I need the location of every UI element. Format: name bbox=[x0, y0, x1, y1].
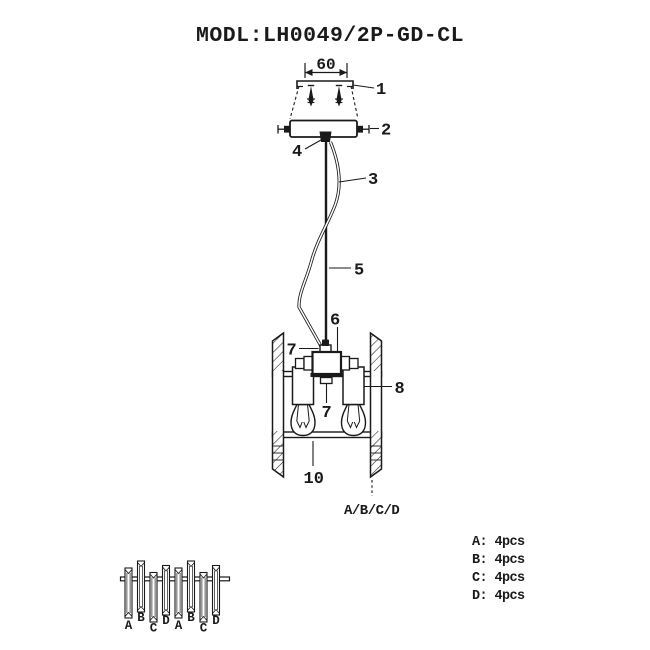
bulb-left bbox=[290, 403, 316, 437]
crystal-rod-label: B bbox=[137, 611, 145, 625]
crystal-panel-left bbox=[271, 331, 285, 479]
callout-4: 4 bbox=[292, 139, 322, 162]
callout-label: 7 bbox=[287, 342, 297, 361]
crystal-rod-B bbox=[186, 560, 196, 613]
crystal-rod-label: D bbox=[212, 614, 220, 628]
frame-bottom-bar bbox=[271, 431, 383, 439]
callout-8: 8 bbox=[364, 380, 405, 399]
callout-label: 10 bbox=[304, 470, 324, 489]
cord-grip-connector bbox=[319, 131, 332, 142]
parts-list: A: 4pcs B: 4pcs C: 4pcs D: 4pcs bbox=[472, 535, 526, 604]
socket-nut-left bbox=[294, 355, 315, 371]
callout-7-bottom: 7 bbox=[322, 384, 332, 423]
socket-nut-right bbox=[339, 355, 359, 371]
crystal-rod-A bbox=[124, 567, 133, 619]
cord-entry-cap bbox=[322, 339, 329, 346]
dimension-value: 60 bbox=[316, 56, 335, 74]
canopy-side-screw-right bbox=[357, 125, 370, 134]
dimension-arrow-left bbox=[305, 69, 313, 76]
filament bbox=[296, 420, 303, 429]
body-housing bbox=[311, 350, 343, 376]
callout-label: 7 bbox=[322, 404, 332, 423]
crystal-arrangement-diagram: A B C D A B C D bbox=[119, 560, 231, 636]
crystal-rod-label: B bbox=[187, 611, 195, 625]
parts-list-item: D: 4pcs bbox=[472, 589, 525, 604]
filament bbox=[296, 404, 299, 422]
callout-label: 2 bbox=[381, 122, 391, 141]
leader-line bbox=[338, 177, 367, 183]
page-title: MODL:LH0049/2P-GD-CL bbox=[196, 24, 464, 48]
callout-3: 3 bbox=[338, 171, 378, 190]
bracket-bar bbox=[296, 80, 354, 89]
crystal-rod-B bbox=[136, 560, 146, 613]
callout-6: 6 bbox=[330, 312, 340, 351]
callout-label: 1 bbox=[376, 81, 386, 100]
bulb-glass bbox=[290, 403, 316, 437]
callout-panels: A/B/C/D bbox=[344, 480, 400, 519]
crystal-rod-D bbox=[161, 564, 171, 616]
mounting-bracket bbox=[296, 80, 354, 89]
callout-label: 3 bbox=[368, 171, 378, 190]
filament bbox=[346, 420, 354, 429]
lamp-body-box bbox=[310, 339, 343, 385]
bulb-right bbox=[340, 403, 367, 437]
callout-label: 5 bbox=[354, 262, 364, 281]
dimension-arrow-right bbox=[339, 69, 347, 76]
parts-list-item: B: 4pcs bbox=[472, 553, 525, 568]
crystal-rod-C bbox=[149, 571, 158, 623]
lamp-socket-right bbox=[342, 366, 365, 406]
filament bbox=[303, 420, 310, 429]
filament bbox=[353, 420, 361, 429]
mounting-screw-icon bbox=[335, 84, 343, 107]
callout-5: 5 bbox=[329, 262, 364, 281]
crystal-rod-A bbox=[174, 567, 183, 619]
callout-label: A/B/C/D bbox=[344, 503, 399, 519]
callout-label: 6 bbox=[330, 312, 340, 331]
leader-line bbox=[352, 84, 375, 89]
callout-10: 10 bbox=[304, 441, 324, 489]
crystal-rod-label: C bbox=[200, 622, 208, 636]
callout-label: 8 bbox=[395, 380, 405, 399]
filament bbox=[346, 404, 350, 422]
body-base-band bbox=[310, 373, 343, 377]
crystal-rod-label: C bbox=[150, 622, 158, 636]
callout-1: 1 bbox=[352, 81, 386, 100]
parts-list-item: C: 4pcs bbox=[472, 571, 525, 586]
crystal-rod-C bbox=[199, 571, 208, 623]
power-cord bbox=[297, 141, 341, 348]
crystal-rod-label: D bbox=[162, 614, 170, 628]
canopy-side-screw-left bbox=[277, 125, 290, 134]
filament bbox=[357, 404, 361, 422]
leader-line bbox=[304, 139, 322, 150]
dimension-60: 60 bbox=[304, 56, 348, 78]
lamp-socket-left bbox=[291, 366, 315, 406]
crystal-panel-right bbox=[369, 331, 383, 479]
callout-7-top: 7 bbox=[287, 342, 319, 361]
filament bbox=[307, 404, 310, 422]
bulb-glass bbox=[340, 403, 367, 437]
body-bottom-tab bbox=[319, 376, 333, 385]
crystal-rod-label: A bbox=[175, 619, 183, 633]
callout-2: 2 bbox=[370, 122, 391, 141]
crystal-rod-D bbox=[211, 564, 221, 616]
crystal-rod-label: A bbox=[125, 619, 133, 633]
callout-label: 4 bbox=[292, 143, 302, 162]
parts-list-item: A: 4pcs bbox=[472, 535, 525, 550]
mounting-screw-icon bbox=[307, 84, 315, 107]
guide-dashed-lines bbox=[289, 85, 359, 120]
